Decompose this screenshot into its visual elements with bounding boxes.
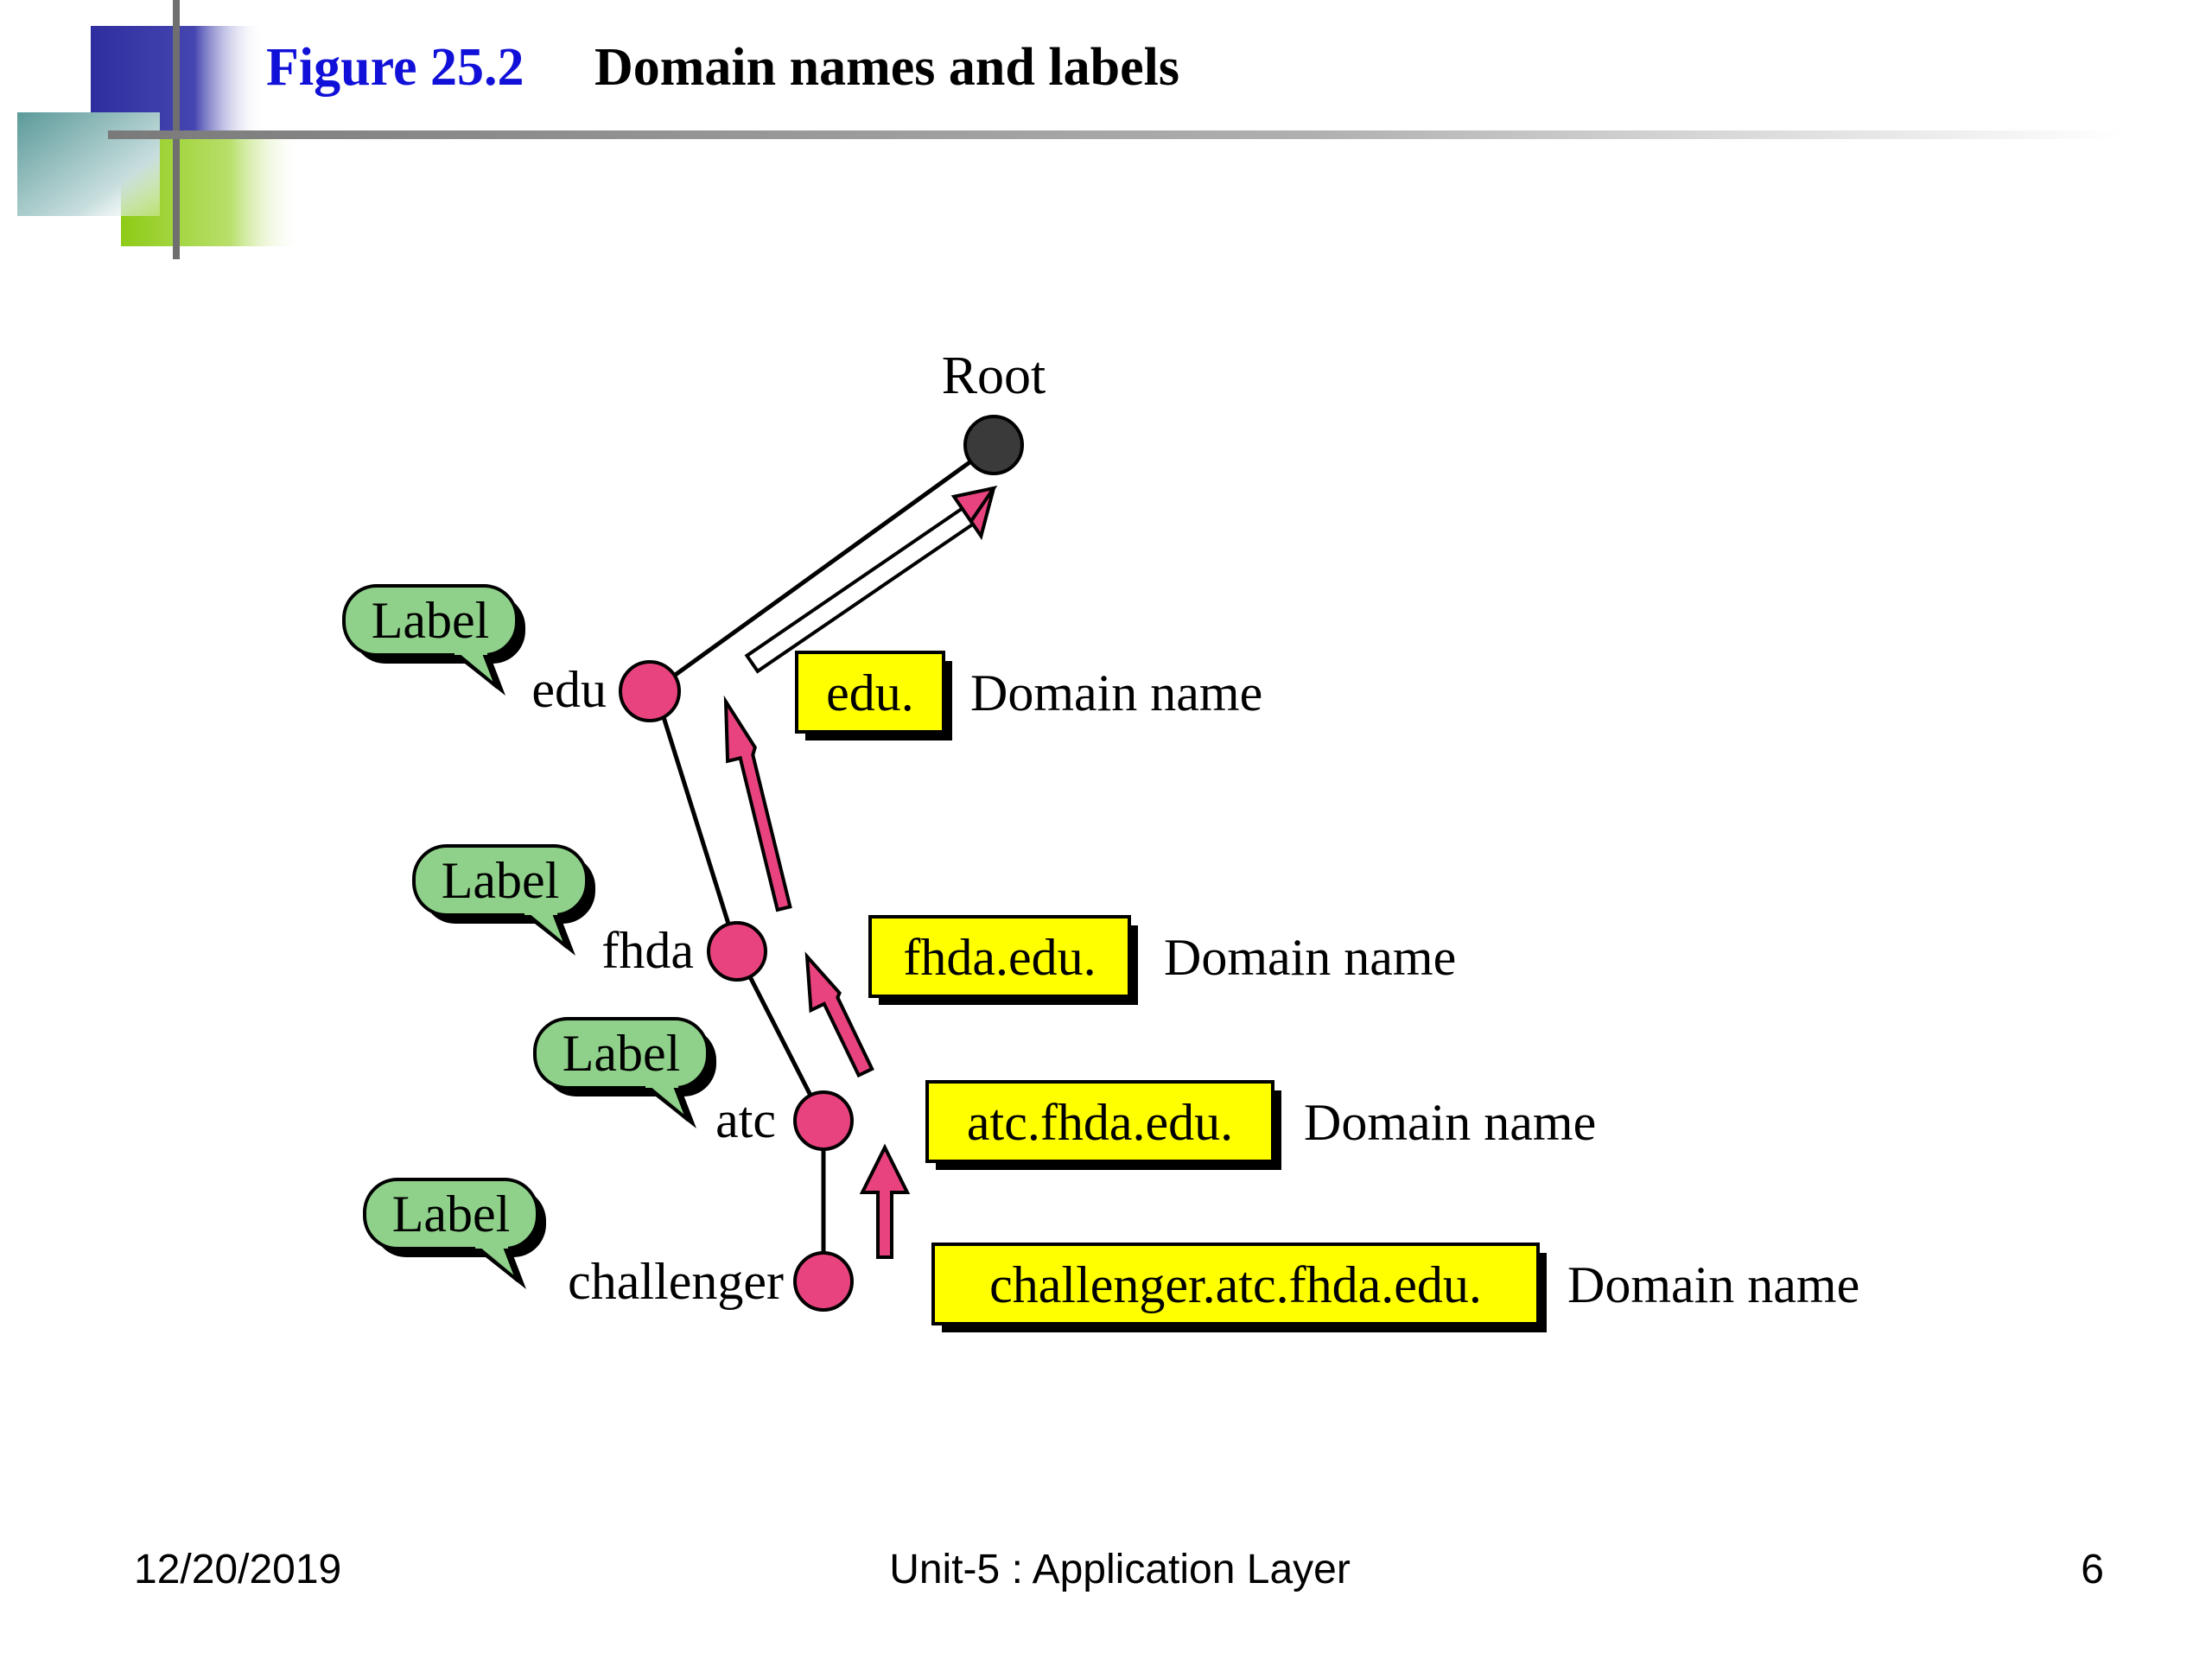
node-label-edu: edu	[531, 661, 607, 718]
node-challenger	[793, 1251, 854, 1312]
caption-challenger: Domain name	[1567, 1256, 1859, 1313]
arrow-atc-to-fhda	[804, 951, 874, 1078]
label-callout-challenger: Label	[363, 1178, 546, 1289]
domain-box-fhda: fhda.edu.	[868, 915, 1138, 1005]
domain-box-challenger: challenger.atc.fhda.edu.	[931, 1243, 1547, 1332]
domain-box-edu: edu.	[795, 651, 952, 741]
edge-fhda-atc	[734, 950, 826, 1122]
domain-box-atc: atc.fhda.edu.	[925, 1080, 1281, 1170]
node-fhda	[707, 921, 767, 982]
domain-text-edu: edu.	[826, 664, 914, 721]
header-ornament	[17, 0, 2121, 259]
label-callout-atc: Label	[533, 1017, 716, 1128]
domain-text-fhda: fhda.edu.	[903, 929, 1096, 986]
edge-root-edu	[653, 442, 995, 692]
arrow-challenger-to-atc	[859, 1143, 911, 1259]
domain-text-atc: atc.fhda.edu.	[967, 1094, 1233, 1151]
callout-text-fhda: Label	[442, 852, 560, 909]
node-label-fhda: fhda	[601, 922, 694, 979]
footer-date: 12/20/2019	[134, 1547, 341, 1592]
arrow-fhda-to-edu	[723, 695, 792, 912]
node-label-atc: atc	[715, 1091, 776, 1148]
node-label-challenger: challenger	[568, 1253, 784, 1310]
caption-atc: Domain name	[1304, 1094, 1596, 1151]
root-node	[963, 415, 1024, 475]
callout-text-edu: Label	[372, 592, 490, 649]
tree-nodes	[619, 415, 1024, 1312]
page-title: Domain names and labels	[594, 38, 1179, 97]
label-callout-edu: Label	[342, 584, 525, 696]
figure-number: Figure 25.2	[266, 38, 524, 97]
label-callout-fhda: Label	[412, 844, 595, 956]
caption-fhda: Domain name	[1164, 929, 1456, 986]
callout-text-atc: Label	[563, 1025, 681, 1082]
domain-text-challenger: challenger.atc.fhda.edu.	[989, 1256, 1482, 1313]
root-label: Root	[942, 346, 1046, 405]
node-edu	[619, 660, 681, 722]
domain-captions: Domain name Domain name Domain name Doma…	[970, 664, 1859, 1313]
edge-edu-fhda	[652, 689, 740, 952]
caption-edu: Domain name	[970, 664, 1262, 721]
arrows	[723, 486, 998, 1259]
footer-center: Unit-5 : Application Layer	[889, 1547, 1351, 1592]
node-atc	[793, 1090, 854, 1151]
footer-page-number: 6	[2081, 1547, 2104, 1592]
node-labels: edu fhda atc challenger	[531, 661, 784, 1310]
callout-text-challenger: Label	[392, 1185, 511, 1243]
arrow-edu-to-root	[744, 486, 998, 674]
